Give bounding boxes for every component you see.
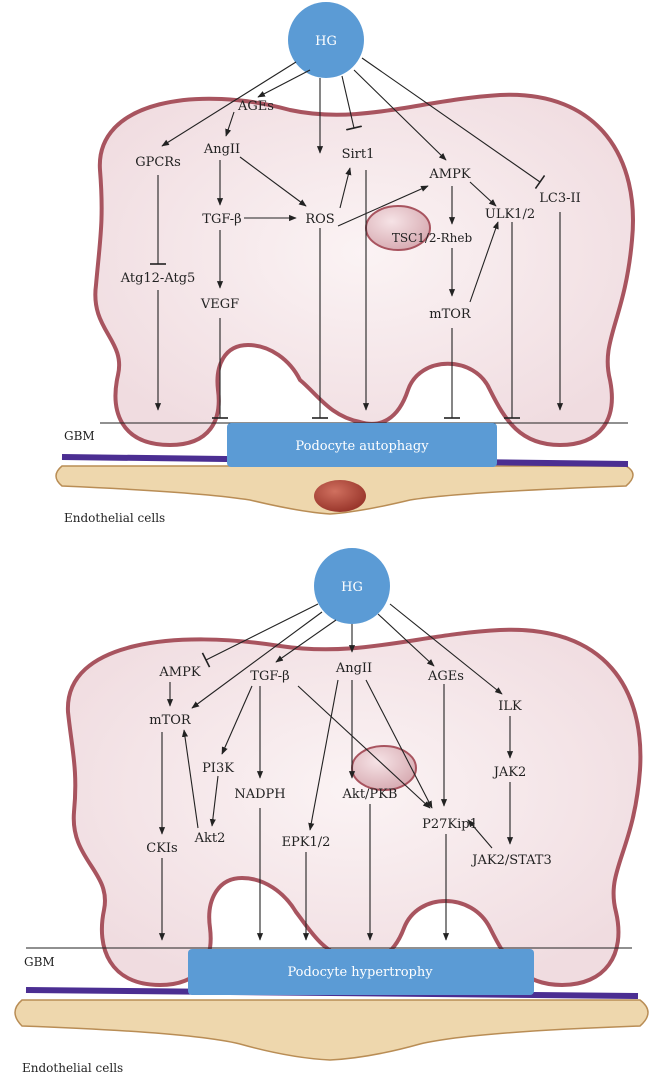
panel-bottom: Podocyte hypertrophy HG [15, 548, 648, 1075]
label-angii-bottom: AngII [335, 661, 372, 676]
label-akt2-bottom: Akt2 [194, 831, 226, 846]
endothelium-bottom [15, 1000, 648, 1060]
label-endo-bottom: Endothelial cells [22, 1061, 123, 1075]
label-mtor-top: mTOR [429, 307, 472, 322]
label-gpcrs-top: GPCRs [135, 155, 181, 170]
label-tgfb-top: TGF-β [202, 212, 241, 227]
label-ilk-bottom: ILK [498, 699, 522, 714]
endothelium-nucleus-top [314, 480, 366, 512]
label-epk-bottom: EPK1/2 [282, 835, 331, 850]
hg-label-bottom: HG [341, 580, 363, 595]
label-ages-top: AGEs [237, 99, 274, 114]
label-angii-top: AngII [203, 142, 240, 157]
label-ampk-top: AMPK [428, 167, 470, 182]
label-gbm-top: GBM [64, 429, 95, 443]
label-p27-bottom: P27Kip1 [422, 817, 478, 832]
label-gbm-bottom: GBM [24, 955, 55, 969]
label-mtor-bottom: mTOR [149, 713, 192, 728]
hg-label-top: HG [315, 34, 337, 49]
label-nadph-bottom: NADPH [234, 787, 285, 802]
label-lc3-top: LC3-II [539, 191, 581, 206]
label-tgfb-bottom: TGF-β [250, 669, 289, 684]
label-endo-top: Endothelial cells [64, 511, 165, 525]
label-sirt1-top: Sirt1 [342, 147, 375, 162]
label-ros-top: ROS [305, 212, 334, 227]
podocyte-hypertrophy-label: Podocyte hypertrophy [287, 965, 433, 980]
panel-top: Podocyte autophagy HG [56, 2, 633, 525]
label-tsc-top: TSC1/2-Rheb [392, 231, 473, 245]
label-ulk-top: ULK1/2 [485, 207, 535, 222]
podocyte-autophagy-label: Podocyte autophagy [295, 439, 429, 454]
label-aktpkb-bottom: Akt/PKB [342, 787, 398, 802]
label-pi3k-bottom: PI3K [202, 761, 234, 776]
label-vegf-top: VEGF [200, 297, 239, 312]
podocyte-cell-bottom [68, 630, 641, 985]
label-jak2-bottom: JAK2 [492, 765, 527, 780]
organelle-bottom [352, 746, 416, 790]
label-ages-bottom: AGEs [427, 669, 464, 684]
label-ampk-bottom: AMPK [158, 665, 200, 680]
label-jakstat-bottom: JAK2/STAT3 [470, 853, 551, 868]
label-atg-top: Atg12-Atg5 [120, 271, 196, 286]
label-ckis-bottom: CKIs [146, 841, 177, 856]
